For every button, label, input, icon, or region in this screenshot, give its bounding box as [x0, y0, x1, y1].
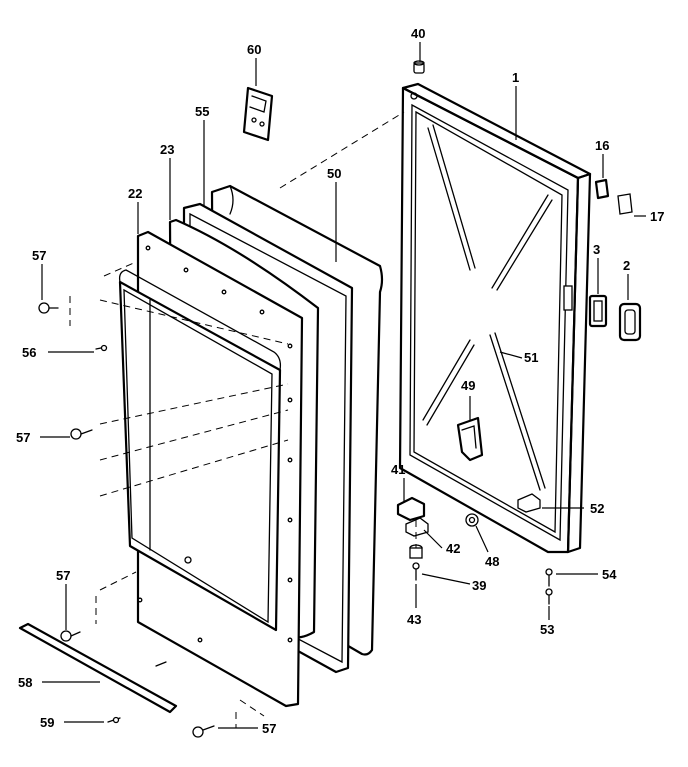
- callout-53: 53: [540, 622, 554, 637]
- leader-lines: [40, 42, 646, 729]
- callout-56: 56: [22, 345, 36, 360]
- alignment-lines: [69, 111, 405, 728]
- callout-39: 39: [472, 578, 486, 593]
- control-panel-60: [242, 86, 274, 142]
- callout-57d: 57: [262, 721, 276, 736]
- callout-1: 1: [512, 70, 519, 85]
- callout-41: 41: [391, 462, 405, 477]
- screw-59: [107, 716, 121, 724]
- callout-22: 22: [128, 186, 142, 201]
- lower-hinge-assembly: [396, 496, 429, 581]
- washer-48: [465, 513, 479, 527]
- callout-59: 59: [40, 715, 54, 730]
- screw-57-a: [38, 302, 59, 314]
- screw-57-d: [192, 725, 215, 738]
- door-outer-panel: [398, 82, 592, 554]
- handle-bracket-49: [456, 416, 484, 462]
- callout-51: 51: [524, 350, 538, 365]
- callout-57b: 57: [16, 430, 30, 445]
- callout-43: 43: [407, 612, 421, 627]
- callout-54: 54: [602, 567, 617, 582]
- screw-56: [95, 344, 108, 352]
- screw-57-b: [70, 428, 93, 440]
- callout-48: 48: [485, 554, 499, 569]
- callout-3: 3: [593, 242, 600, 257]
- callout-17: 17: [650, 209, 664, 224]
- callout-58: 58: [18, 675, 32, 690]
- callout-40: 40: [411, 26, 425, 41]
- callout-52: 52: [590, 501, 604, 516]
- callout-49: 49: [461, 378, 475, 393]
- door-stop-52: [517, 493, 541, 513]
- trim-bar-58: [18, 622, 178, 714]
- hinge-pin-40: [413, 60, 425, 74]
- callout-2: 2: [623, 258, 630, 273]
- screw-57-c: [60, 630, 81, 642]
- callout-55: 55: [195, 104, 209, 119]
- callout-60: 60: [247, 42, 261, 57]
- callout-23: 23: [160, 142, 174, 157]
- callout-57a: 57: [32, 248, 46, 263]
- callout-57c: 57: [56, 568, 70, 583]
- callout-42: 42: [446, 541, 460, 556]
- small-trim-parts: [588, 178, 642, 342]
- callout-16: 16: [595, 138, 609, 153]
- callout-50: 50: [327, 166, 341, 181]
- screw-misc: [155, 661, 167, 667]
- callout-labels: 40 1 16 17 3 2 60 55 23 22 50 57 56 57 5…: [16, 26, 664, 736]
- inner-door-panel-22: [118, 230, 304, 708]
- screw-53-54: [545, 568, 553, 605]
